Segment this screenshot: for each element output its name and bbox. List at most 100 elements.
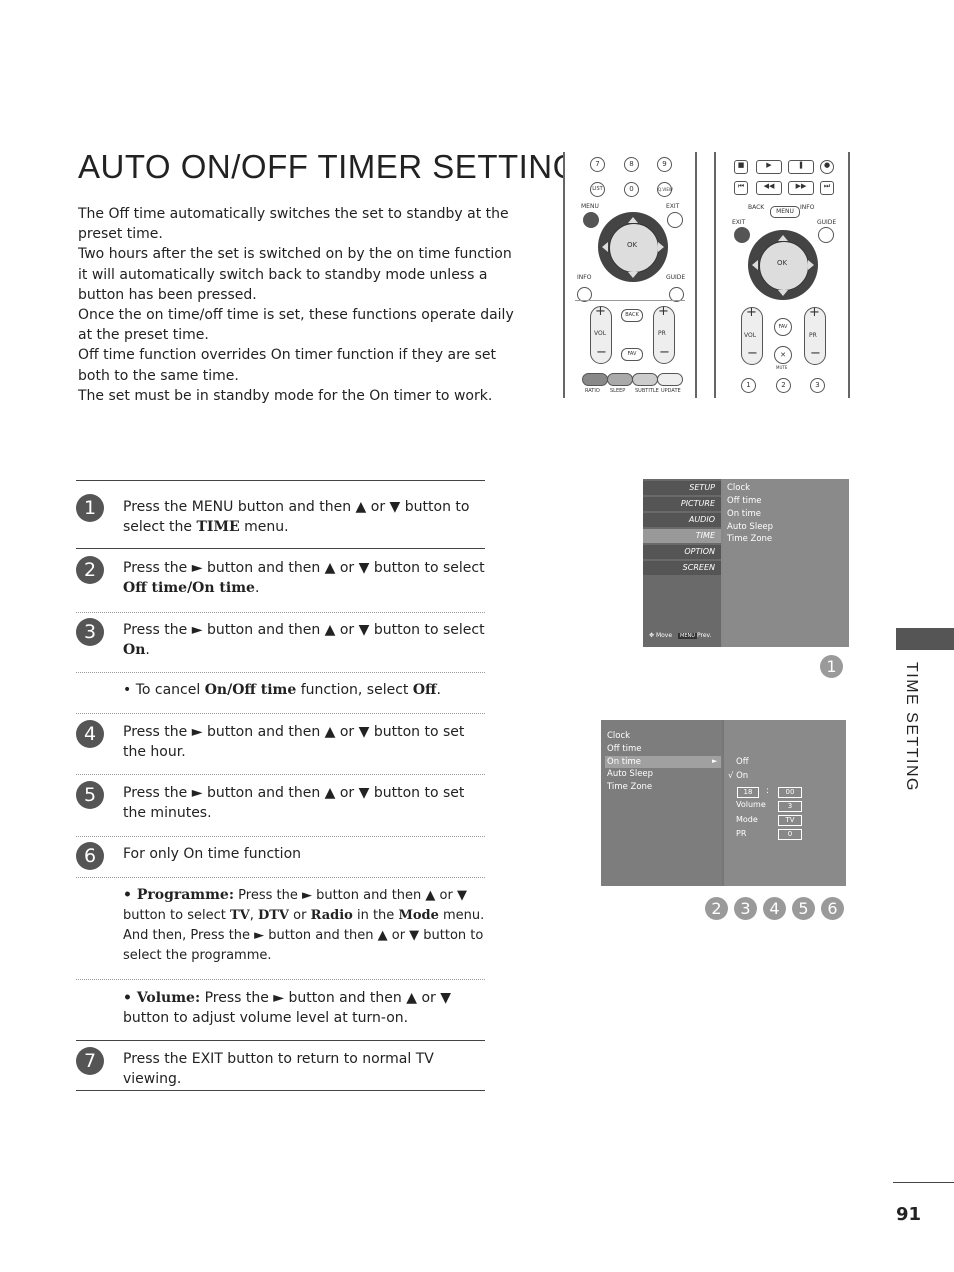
screen-badge: 6: [821, 897, 844, 920]
plus-icon: +: [658, 304, 669, 319]
step-3-text: Press the ► button and then ▲ or ▼ butto…: [123, 622, 485, 658]
ratio-label: RATIO: [585, 388, 600, 394]
submenu-item-auto-sleep[interactable]: Auto Sleep: [727, 522, 774, 532]
submenu-item-time-zone[interactable]: Time Zone: [727, 534, 773, 544]
number-9-button: 9: [657, 157, 672, 172]
fav-button: FAV: [774, 318, 792, 336]
number-8-button: 8: [624, 157, 639, 172]
green-button: [607, 373, 633, 386]
minus-icon: −: [596, 345, 607, 360]
mute-button: ✕: [774, 346, 792, 364]
option-on[interactable]: √ On: [728, 771, 749, 781]
intro-paragraph: The Off time automatically switches the …: [78, 206, 509, 243]
pr-rocker: [653, 306, 675, 364]
remote-control-right: ■ ▶ ❚ ● ⏮ ◀◀ ▶▶ ⏭ BACK INFO MENU EXIT GU…: [714, 152, 850, 398]
step-number: 4: [76, 720, 104, 748]
up-arrow-icon: [778, 235, 788, 241]
minute-field[interactable]: 00: [778, 787, 802, 798]
intro-text: The Off time automatically switches the …: [78, 204, 518, 406]
pr-label: PR: [809, 332, 817, 339]
divider: [76, 612, 485, 613]
screen-badge: 5: [792, 897, 815, 920]
step-5-text: Press the ► button and then ▲ or ▼ butto…: [123, 785, 465, 821]
item-off-time[interactable]: Off time: [607, 744, 642, 754]
submenu-item-clock[interactable]: Clock: [727, 483, 751, 493]
dpad-inner: [609, 223, 659, 273]
item-auto-sleep[interactable]: Auto Sleep: [607, 769, 654, 779]
pr-field[interactable]: 0: [778, 829, 802, 840]
page-number: 91: [896, 1204, 922, 1225]
move-hint: ✥ Move: [649, 632, 673, 639]
guide-button: [669, 287, 684, 302]
info-button: [577, 287, 592, 302]
volume-field[interactable]: 3: [778, 801, 802, 812]
divider: [76, 1090, 485, 1091]
option-off[interactable]: Off: [736, 757, 749, 767]
divider: [76, 548, 485, 549]
section-tab: [896, 628, 954, 650]
step-number: 2: [76, 556, 104, 584]
ok-label: OK: [627, 241, 638, 249]
mode-field[interactable]: TV: [778, 815, 802, 826]
guide-label: GUIDE: [666, 274, 686, 281]
item-on-time[interactable]: On time: [607, 757, 641, 767]
minus-icon: −: [659, 345, 670, 360]
item-clock[interactable]: Clock: [607, 731, 631, 741]
play-button: ▶: [756, 160, 782, 174]
left-arrow-icon: [752, 260, 758, 270]
info-label: INFO: [577, 274, 592, 281]
vol-rocker: [590, 306, 612, 364]
menu-item-screen[interactable]: SCREEN: [643, 561, 721, 575]
divider: [76, 480, 485, 481]
intro-paragraph: Once the on time/off time is set, these …: [78, 307, 514, 344]
divider: [76, 672, 485, 673]
minus-icon: −: [810, 346, 821, 361]
step-4-text: Press the ► button and then ▲ or ▼ butto…: [123, 724, 465, 760]
number-7-button: 7: [590, 157, 605, 172]
up-arrow-icon: [628, 217, 638, 223]
submenu-item-off-time[interactable]: Off time: [727, 496, 762, 506]
submenu-item-on-time[interactable]: On time: [727, 509, 761, 519]
intro-paragraph: The set must be in standby mode for the …: [78, 387, 493, 404]
back-button: BACK: [621, 309, 643, 322]
left-arrow-icon: [602, 242, 608, 252]
menu-item-picture[interactable]: PICTURE: [643, 497, 721, 511]
menu-item-time[interactable]: TIME: [643, 529, 721, 543]
submenu-panel: [723, 479, 849, 647]
rewind-button: ◀◀: [756, 181, 782, 195]
record-button: ●: [820, 160, 834, 174]
menu-item-setup[interactable]: SETUP: [643, 481, 721, 495]
menu-item-audio[interactable]: AUDIO: [643, 513, 721, 527]
item-panel: [601, 720, 722, 886]
screen-badge: 2: [705, 897, 728, 920]
selected-row[interactable]: [605, 756, 721, 768]
stop-button: ■: [734, 160, 748, 174]
menu-hint-key: MENU: [678, 633, 697, 639]
step-number: 1: [76, 494, 104, 522]
minus-icon: −: [747, 346, 758, 361]
number-1-button: 1: [741, 378, 756, 393]
step-number: 5: [76, 781, 104, 809]
info-label: INFO: [800, 204, 815, 211]
intro-paragraph: Off time function overrides On timer fun…: [78, 347, 496, 384]
pr-label: PR: [658, 330, 666, 337]
step-2-text: Press the ► button and then ▲ or ▼ butto…: [123, 560, 485, 596]
blue-button: [657, 373, 683, 386]
screen-badge: 4: [763, 897, 786, 920]
exit-label: EXIT: [666, 203, 680, 210]
remote-control-left: 7 8 9 LIST 0 Q.VIEW MENU EXIT OK INFO GU…: [563, 152, 697, 398]
divider: [575, 300, 685, 301]
osd-menu-screen: SETUP PICTURE AUDIO TIME OPTION SCREEN C…: [643, 479, 849, 647]
back-label: BACK: [748, 204, 765, 211]
list-button: LIST: [590, 182, 605, 197]
right-arrow-icon: [808, 260, 814, 270]
right-arrow-icon: [658, 242, 664, 252]
down-arrow-icon: [628, 272, 638, 278]
menu-item-option[interactable]: OPTION: [643, 545, 721, 559]
menu-label: MENU: [581, 203, 599, 210]
item-time-zone[interactable]: Time Zone: [607, 782, 653, 792]
number-2-button: 2: [776, 378, 791, 393]
skip-forward-button: ⏭: [820, 181, 834, 195]
hour-field[interactable]: 18: [737, 787, 759, 798]
step-number: 3: [76, 618, 104, 646]
